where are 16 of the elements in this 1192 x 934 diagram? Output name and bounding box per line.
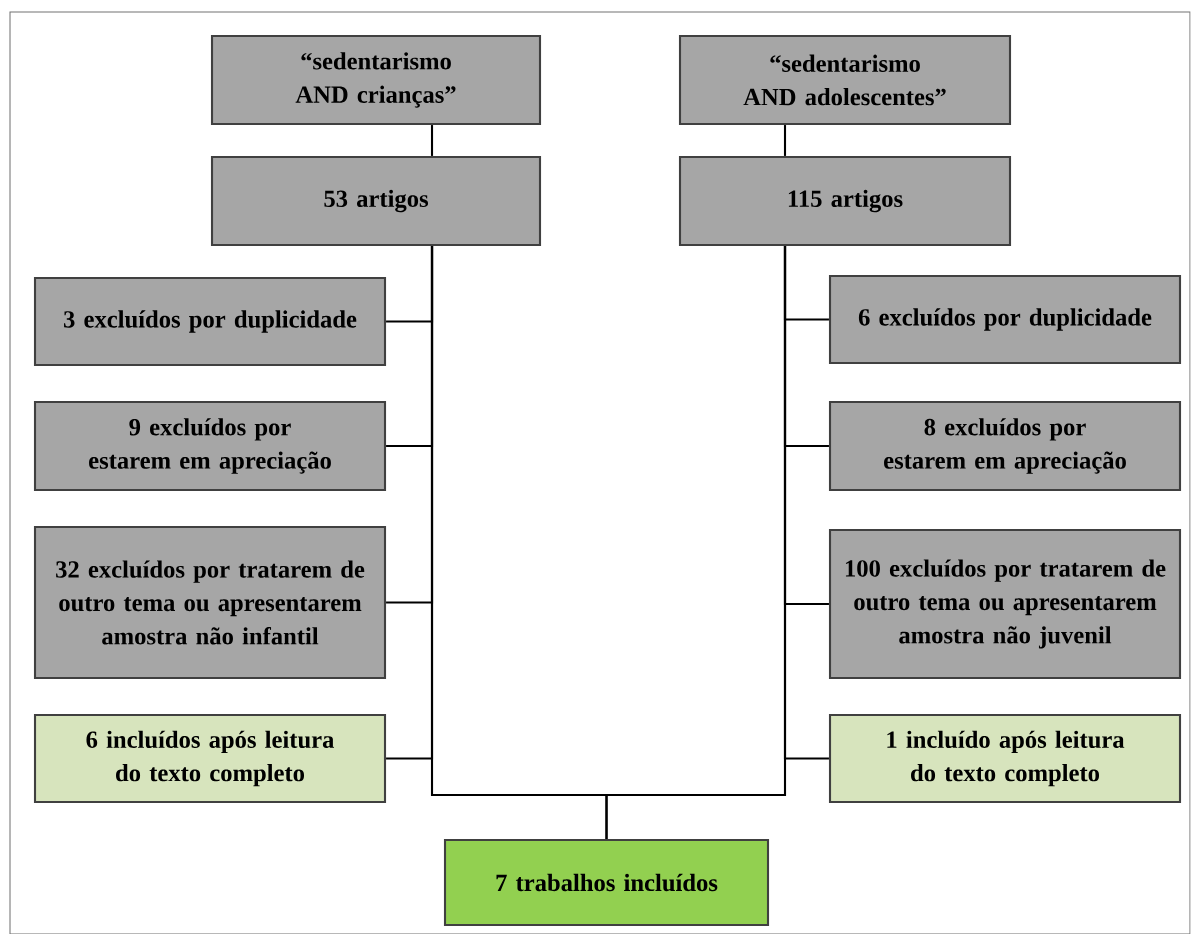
- connector-line: [605, 246, 787, 839]
- search-box: “sedentarismo AND adolescentes”: [678, 34, 1012, 126]
- exclusion-box: 3 excluídos por duplicidade: [33, 276, 387, 367]
- search-box: “sedentarismo AND crianças”: [210, 34, 542, 126]
- connector-line: [783, 125, 787, 156]
- result-box: 7 trabalhos incluídos: [443, 838, 770, 927]
- exclusion-box: 6 excluídos por duplicidade: [828, 274, 1182, 365]
- exclusion-box: 9 excluídos por estarem em apreciação: [33, 400, 387, 492]
- count-box: 53 artigos: [210, 155, 542, 247]
- inclusion-box: 1 incluído após leitura do texto completo: [828, 713, 1182, 804]
- count-box: 115 artigos: [678, 155, 1012, 247]
- exclusion-box: 8 excluídos por estarem em apreciação: [828, 400, 1182, 492]
- connector-line: [430, 125, 434, 156]
- inclusion-box: 6 incluídos após leitura do texto completo: [33, 713, 387, 804]
- exclusion-box: 32 excluídos por tratarem de outro tema ou apresentarem amostra não infantil: [33, 525, 387, 680]
- exclusion-box: 100 excluídos por tratarem de outro tema ou apresentarem amostra não juvenil: [828, 528, 1182, 680]
